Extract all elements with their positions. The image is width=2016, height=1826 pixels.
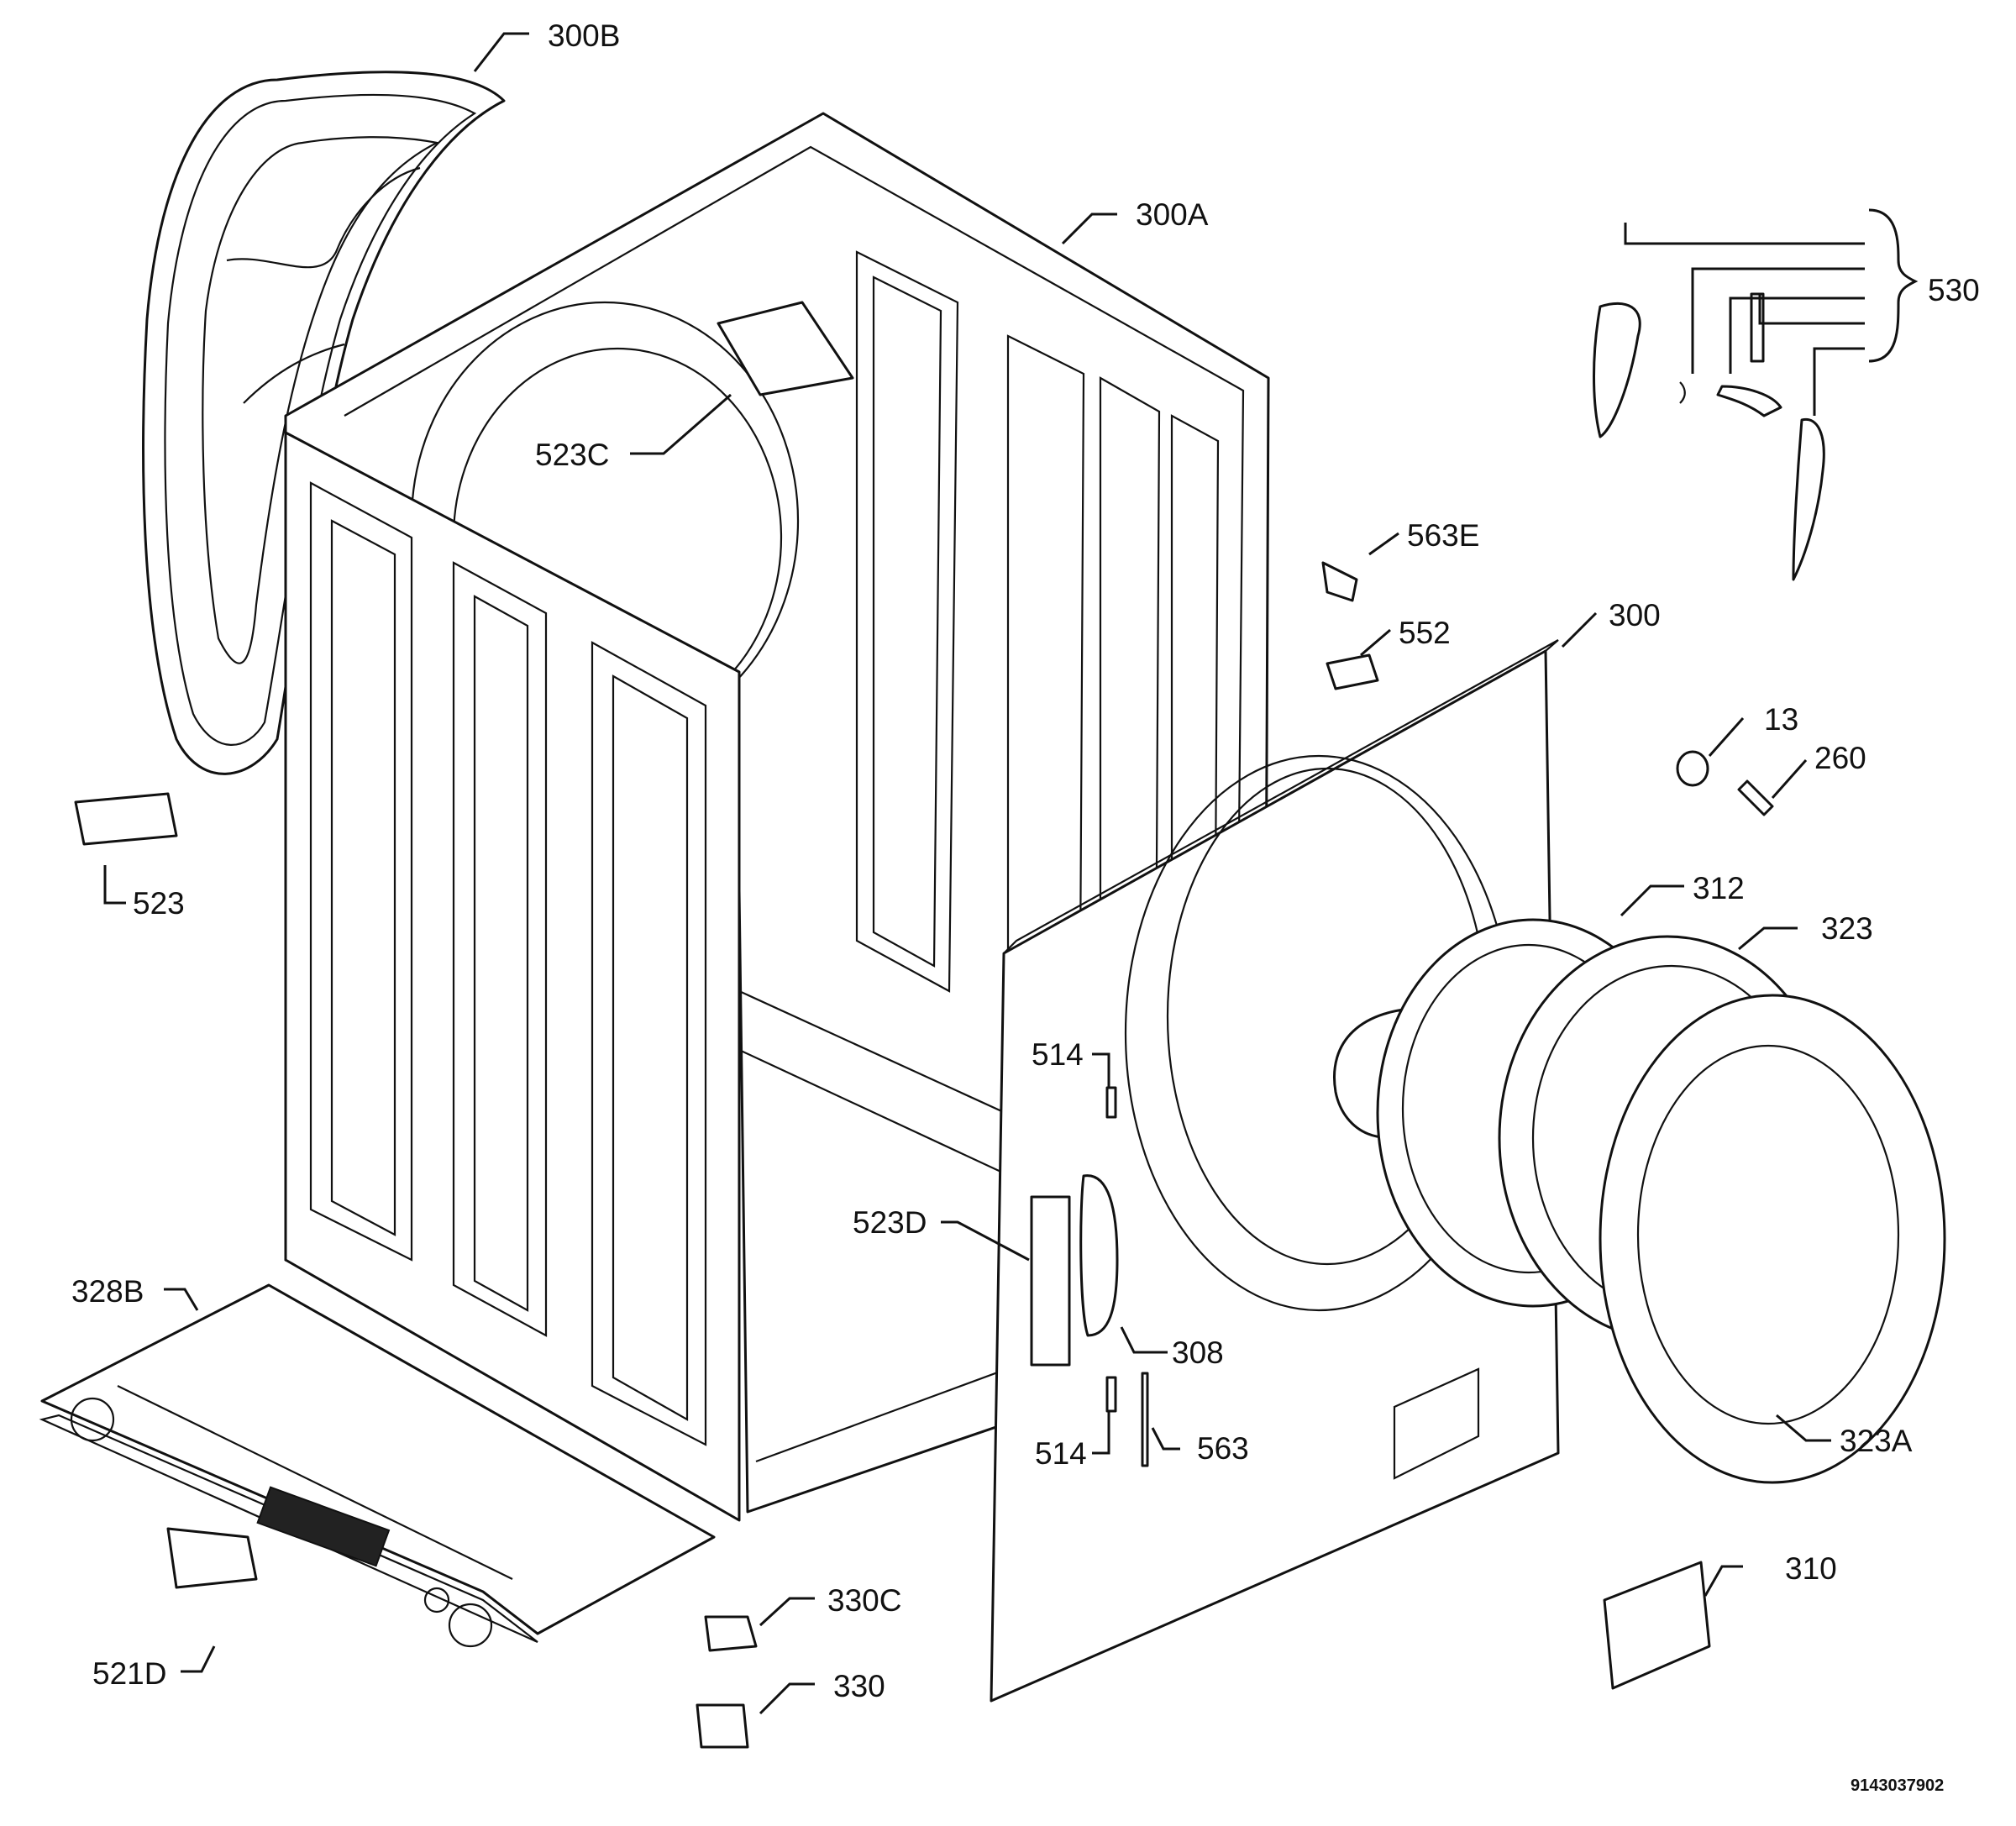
- callout-330C: 330C: [827, 1583, 901, 1618]
- front-panel-part: [990, 639, 1560, 1703]
- base-plate-part: [39, 1283, 716, 1648]
- callout-521D: 521D: [92, 1656, 166, 1691]
- small-parts: [74, 301, 1774, 1749]
- door-latch-parts: [1593, 292, 1825, 581]
- callout-530: 530: [1928, 273, 1980, 307]
- door-rings-part: [1333, 918, 1946, 1484]
- callout-523D: 523D: [853, 1205, 927, 1240]
- callout-300: 300: [1609, 598, 1661, 632]
- callout-323: 323: [1821, 911, 1873, 946]
- callout-514-top: 514: [1032, 1037, 1084, 1072]
- callout-13: 13: [1764, 702, 1798, 737]
- callout-552: 552: [1399, 616, 1451, 650]
- leader-lines: [103, 32, 1919, 1715]
- callout-523: 523: [133, 886, 185, 921]
- callout-328B: 328B: [71, 1274, 144, 1309]
- callout-308: 308: [1172, 1335, 1224, 1370]
- document-number: 9143037902: [1851, 1776, 1944, 1795]
- callout-260: 260: [1814, 741, 1866, 775]
- callout-563E: 563E: [1407, 518, 1479, 553]
- callout-514-bottom: 514: [1035, 1436, 1087, 1471]
- callout-523C: 523C: [535, 438, 609, 472]
- callout-300B: 300B: [548, 18, 620, 53]
- callout-300A: 300A: [1136, 197, 1209, 232]
- callout-563: 563: [1197, 1431, 1249, 1466]
- callout-312: 312: [1693, 871, 1745, 905]
- callout-330: 330: [833, 1669, 885, 1703]
- callout-323A: 323A: [1840, 1424, 1913, 1458]
- callout-310: 310: [1785, 1551, 1837, 1586]
